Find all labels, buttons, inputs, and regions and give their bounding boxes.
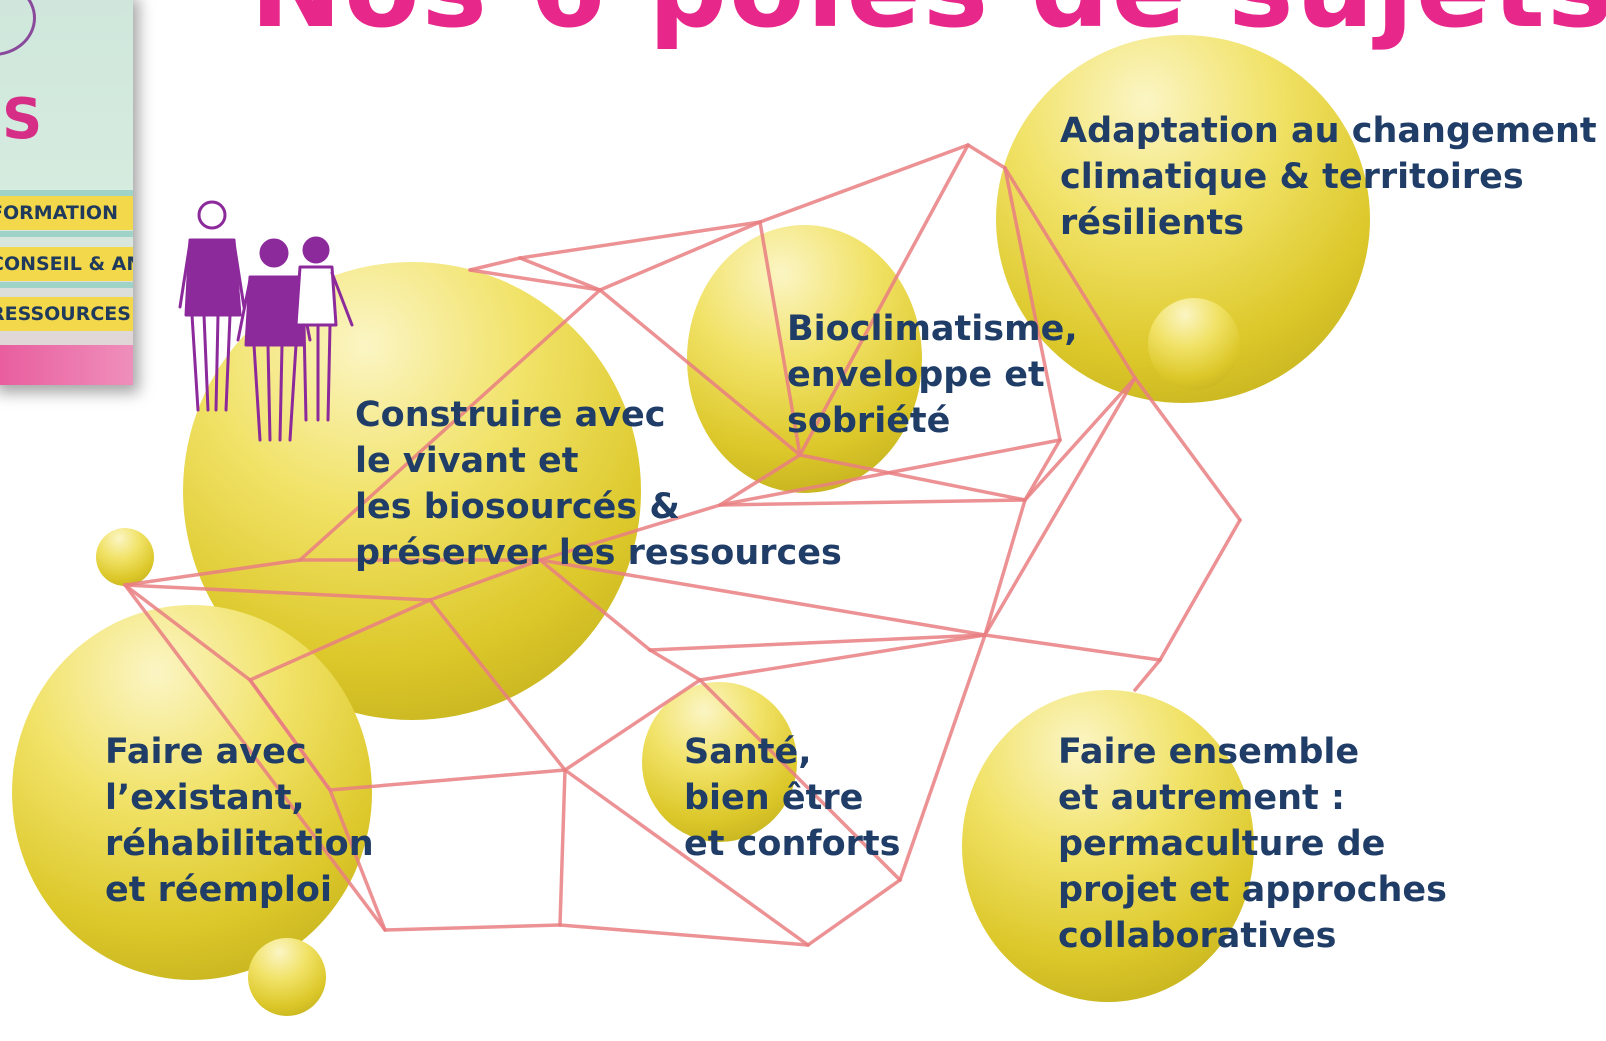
network-line <box>468 256 522 272</box>
network-line <box>598 288 802 457</box>
network-line <box>758 143 970 224</box>
divider <box>0 282 133 288</box>
network-line <box>1158 518 1242 662</box>
network-line <box>518 256 602 292</box>
network-line <box>428 558 542 602</box>
network-line <box>538 503 722 562</box>
network-line <box>538 558 652 652</box>
divider <box>0 231 133 237</box>
network-line <box>428 598 567 772</box>
theme-construire-label: Construire avec le vivant et les biosour… <box>355 395 842 573</box>
network-line <box>698 633 987 682</box>
network-line <box>648 648 702 682</box>
network-line <box>1003 166 1137 380</box>
network-line <box>966 143 1007 170</box>
network-line <box>1133 376 1242 522</box>
page-title: Nos 6 pôles de sujets <box>250 0 1606 48</box>
network-line <box>648 633 987 652</box>
sphere-ensemble <box>962 690 1254 1002</box>
network-line <box>1023 376 1137 502</box>
network-line <box>298 288 602 562</box>
sphere-sante <box>642 682 797 842</box>
theme-existant-label: Faire avec l’existant, réhabilitation et… <box>105 732 374 910</box>
network-line <box>1133 658 1162 692</box>
network-line <box>518 220 762 260</box>
network-line <box>123 583 387 932</box>
network-line <box>123 558 302 587</box>
sphere-small-adaptation <box>1148 298 1240 390</box>
network-line <box>328 768 567 792</box>
network-line <box>718 438 1062 507</box>
people-group-icon <box>178 200 354 442</box>
divider <box>0 190 133 196</box>
network-line <box>798 143 970 457</box>
network-line <box>798 453 1027 502</box>
network-line <box>698 678 902 882</box>
network-line <box>898 633 987 882</box>
sphere-small-bottom <box>248 938 326 1016</box>
network-line <box>538 558 987 637</box>
network-line <box>558 923 810 947</box>
network-line <box>1023 438 1062 502</box>
network-line <box>328 788 387 932</box>
network-line <box>558 768 567 927</box>
network-line <box>983 376 1137 637</box>
network-line <box>123 583 432 602</box>
brochure-band-conseil: CONSEIL & AMO <box>0 247 133 281</box>
theme-bioclimatisme-label: Bioclimatisme, enveloppe et sobriété <box>787 309 1078 441</box>
network-line <box>758 220 802 457</box>
network-line <box>563 768 810 947</box>
network-line <box>383 923 562 932</box>
sphere-small-left <box>96 528 154 586</box>
network-line <box>598 220 762 292</box>
sphere-existant <box>12 605 372 980</box>
brochure-footer-bar <box>0 345 133 385</box>
theme-adaptation-label: Adaptation au changement climatique & te… <box>1060 111 1597 243</box>
network-line <box>248 678 332 792</box>
network-line <box>1003 166 1062 442</box>
network-line <box>123 583 252 682</box>
brochure-letter: S <box>2 87 43 152</box>
network-line <box>806 878 902 947</box>
network-line <box>718 498 1027 507</box>
network-line <box>718 453 802 507</box>
theme-sante-label: Santé, bien être et conforts <box>684 732 901 864</box>
network-line <box>983 498 1027 637</box>
theme-ensemble-label: Faire ensemble et autrement : permacultu… <box>1058 732 1447 956</box>
network-line <box>983 633 1162 662</box>
brochure-band-ressources: RESSOURCES <box>0 297 133 331</box>
brochure-thumbnail: S FORMATION CONSEIL & AMO RESSOURCES <box>0 0 133 385</box>
network-line <box>248 598 432 682</box>
brochure-band-formation: FORMATION <box>0 196 133 230</box>
network-line <box>563 678 702 772</box>
network-line <box>468 268 602 292</box>
